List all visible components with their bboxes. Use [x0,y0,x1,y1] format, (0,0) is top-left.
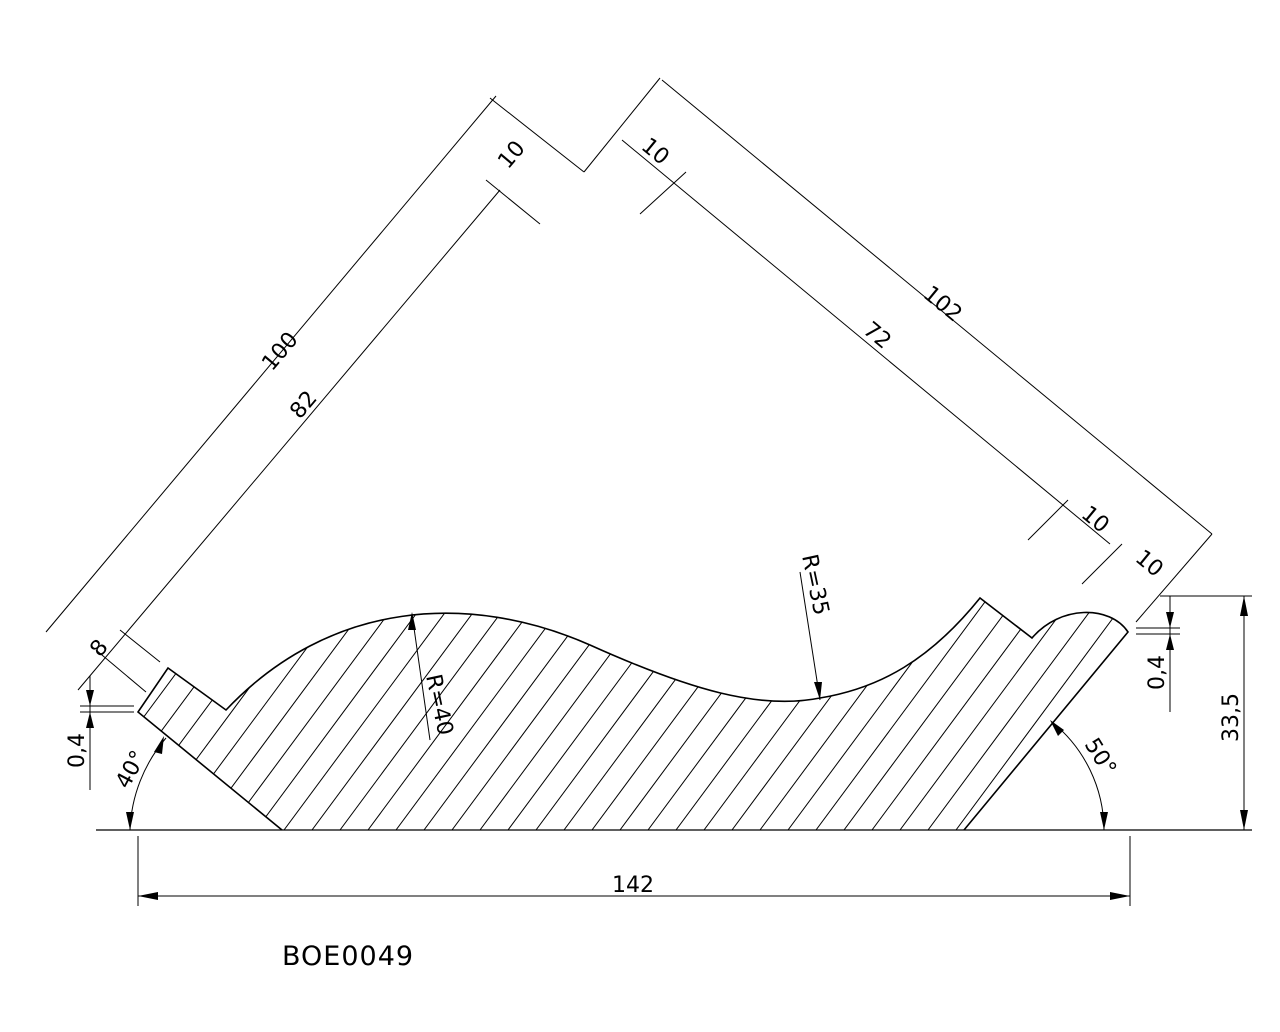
dim-right-bottom-step-2: 10 [1130,545,1168,582]
ext-line-right-inner-top [639,171,687,215]
dim-left-bottom-step: 8 [85,635,113,662]
dim-left-top-step: 10 [493,136,530,174]
profile-outline [136,596,1129,831]
hatch-line [955,598,1128,830]
ext-line-top-notch [583,77,661,173]
hatch-line [871,598,1073,830]
part-code: BOE0049 [282,941,415,972]
dim-line-left-inner [77,189,501,691]
dim-left-inner: 82 [285,386,322,424]
radius-left-label: R=40 [420,672,457,738]
hatch-line [843,598,1045,830]
hatch-line [1123,598,1128,830]
hatch-line [1039,598,1128,830]
dim-left-gap: 0,4 [65,733,90,768]
ext-line-right-step-1 [1027,499,1069,541]
ext-line-left-bottom [95,649,147,693]
ext-line-left-inner-top [485,179,541,225]
dim-right-top-step: 10 [636,133,674,170]
ext-line-left-inner-bottom [119,629,161,663]
hatch-line [1264,560,1280,830]
hatch-line [1095,598,1128,830]
ext-line-right-bottom [1135,533,1213,623]
dim-line-left-outer [45,95,497,633]
profile-hatching [138,560,1280,830]
dim-width: 142 [612,873,654,898]
angle-right-label: 50° [1079,734,1121,780]
hatch-line [1152,560,1280,830]
dim-line-right-inner [621,139,1111,545]
dim-right-inner: 72 [858,317,896,354]
dim-right-gap: 0,4 [1145,655,1170,690]
dim-line-right-outer [661,79,1213,535]
ext-line-right-step-2 [1081,543,1123,585]
hatch-line [899,598,1101,830]
radius-leader-left [411,613,431,741]
dim-left-outer: 100 [257,328,303,376]
dim-right-outer: 102 [918,281,966,327]
dim-right-bottom-step-1: 10 [1076,501,1114,538]
hatch-line [1011,598,1128,830]
hatch-line [815,598,1017,830]
radius-leader-right [799,571,821,701]
ext-line-top-left [489,97,585,173]
dim-height: 33,5 [1219,693,1244,742]
angle-left-label: 40° [111,747,151,793]
